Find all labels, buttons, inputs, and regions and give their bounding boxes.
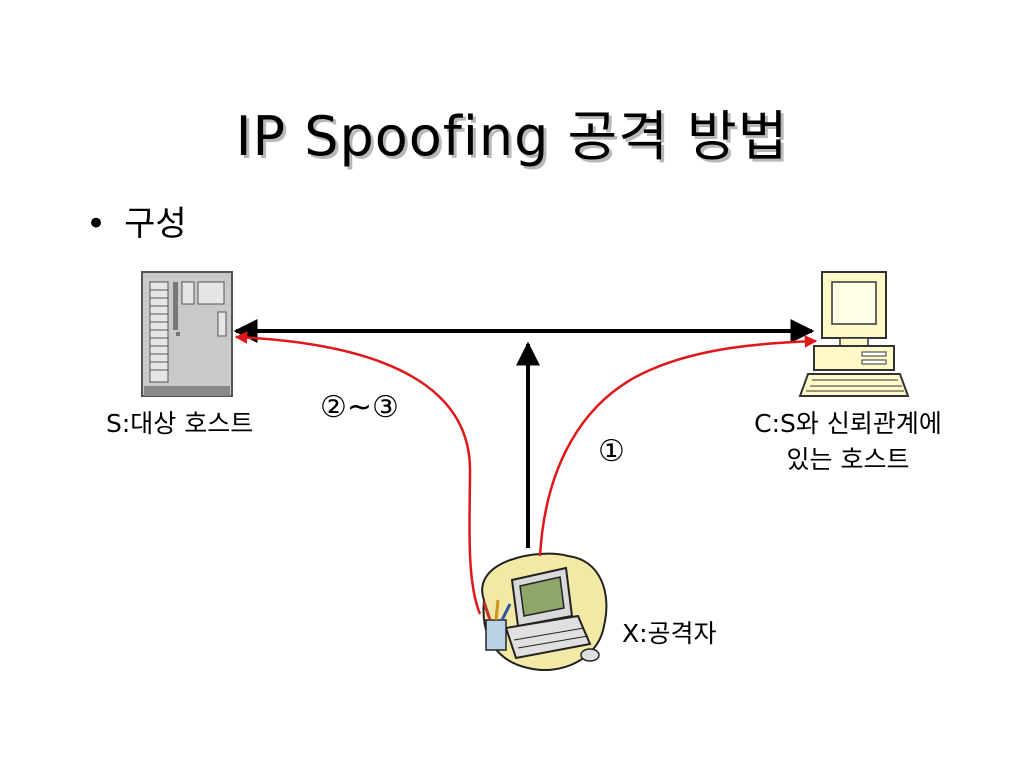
bullet-symbol: •: [86, 204, 107, 244]
desktop-computer-icon: [798, 271, 910, 397]
client-label-line1: C:S와 신뢰관계에: [754, 409, 942, 438]
step-2-3-marker: ②~③: [320, 390, 399, 425]
slide-title: IP Spoofing 공격 방법: [235, 105, 789, 168]
server-tower-icon: [141, 271, 233, 397]
bullet-text: 구성: [124, 204, 187, 244]
client-label-line2: 있는 호스트: [786, 445, 910, 474]
attack-path-to-server: [234, 331, 482, 615]
attack-path-to-client: [538, 335, 818, 557]
attacker-workstation-icon: [481, 552, 608, 672]
bullet-item: • 구성: [86, 196, 187, 245]
client-label: C:S와 신뢰관계에 있는 호스트: [730, 404, 966, 476]
step-1-marker: ①: [598, 434, 625, 469]
attacker-label: X:공격자: [622, 619, 717, 648]
server-label: S:대상 호스트: [106, 409, 254, 438]
